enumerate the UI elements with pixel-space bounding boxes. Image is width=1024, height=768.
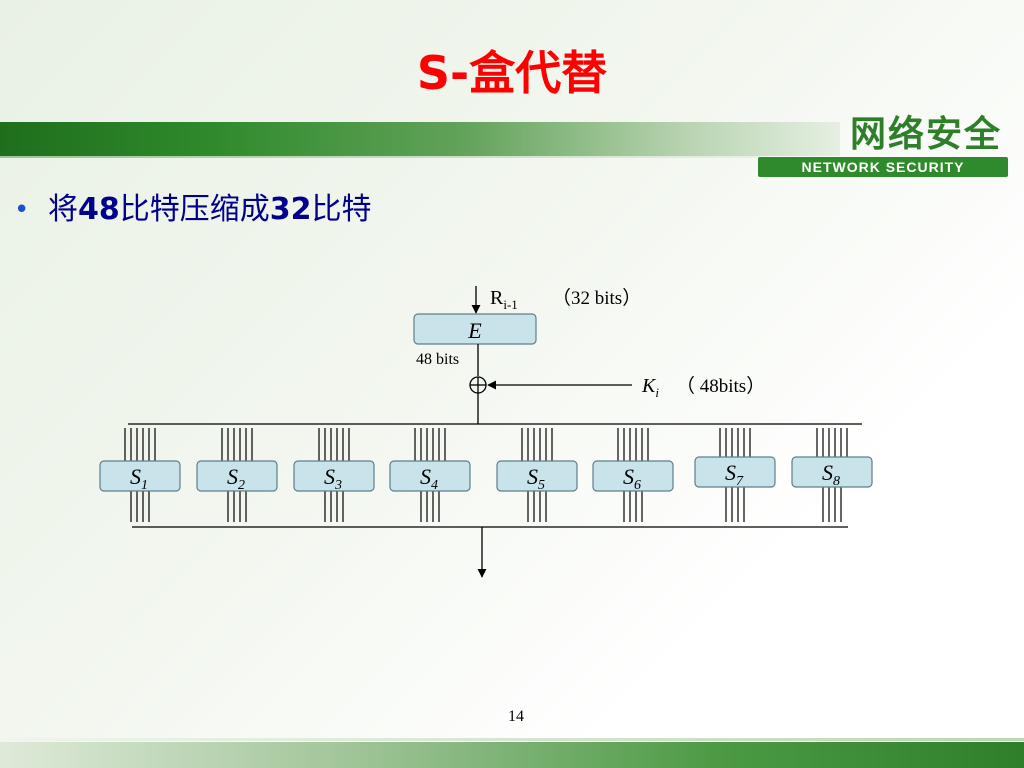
sbox-label: S2 (227, 464, 245, 493)
sbox-label: S8 (822, 460, 840, 489)
sbox-4 (389, 460, 471, 492)
key-label: Ki (641, 375, 659, 400)
logo-english-bar: NETWORK SECURITY (758, 157, 1008, 177)
page-number: 14 (508, 708, 524, 725)
sbox-group: S1 S2 S3 S4 S5 S6 S7 S8 (99, 428, 873, 522)
sbox-3 (293, 460, 375, 492)
sbox-label: S7 (725, 460, 744, 489)
bullet-text: 将48比特压缩成32比特 (48, 190, 372, 230)
header-band-underline (0, 156, 760, 158)
key-bits-label: （ 48bits） (676, 375, 765, 397)
bullet-part-number: 32 (269, 192, 312, 227)
expanded-bits-label: 48 bits (416, 351, 459, 368)
sbox-2 (196, 460, 278, 492)
sbox-label: S1 (130, 464, 148, 493)
sbox-label: S4 (420, 464, 438, 493)
sbox-8 (791, 456, 873, 488)
footer-band-highlight (0, 738, 1024, 741)
xor-icon (469, 376, 487, 394)
sbox-label: S3 (324, 464, 342, 493)
bullet-part: 将 (48, 192, 78, 227)
expansion-box-label: E (467, 318, 482, 343)
bullet-part: 比特 (311, 192, 372, 227)
sbox-6 (592, 460, 674, 492)
bullet-part-number: 48 (78, 192, 120, 227)
sbox-label: S5 (527, 464, 545, 493)
logo-english-text: NETWORK SECURITY (801, 159, 965, 175)
footer-band (0, 742, 1024, 768)
input-bits-label: （32 bits） (552, 287, 641, 309)
header-band (0, 122, 840, 156)
sbox-7 (694, 456, 776, 488)
bullet-dot-icon: • (14, 195, 30, 225)
input-label: Ri-1 (490, 287, 518, 312)
logo-chinese-text: 网络安全 (849, 114, 1002, 155)
sbox-label: S6 (623, 464, 641, 493)
expansion-box (413, 313, 537, 345)
slide-title: S-盒代替 (416, 46, 608, 100)
sbox-1 (99, 460, 181, 492)
sbox-5 (496, 460, 578, 492)
bullet-part: 比特压缩成 (119, 192, 270, 227)
